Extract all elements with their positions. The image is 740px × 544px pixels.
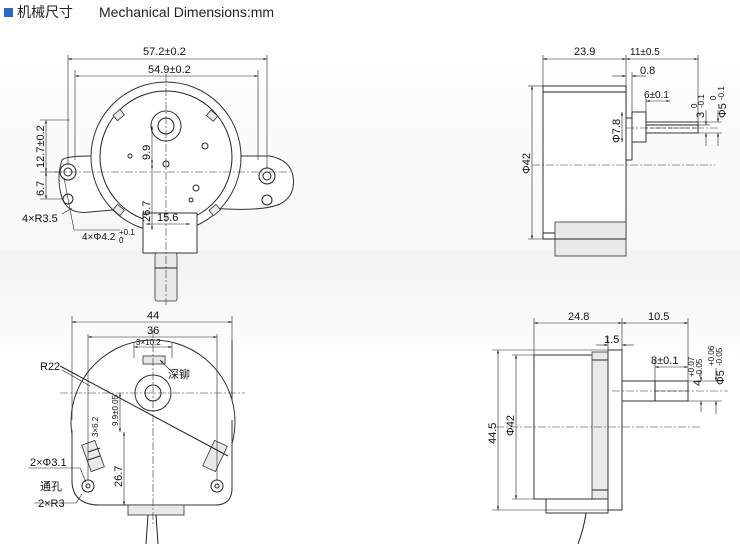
dim-15-6: 15.6 [157,212,178,224]
dim-3x6-2: 3×6.2 [91,416,100,437]
blue-square-icon [4,7,13,17]
dim-phi5-tol-bot: -0.1 [717,86,726,100]
dim-10-5: 10.5 [648,311,669,323]
title-chinese: 机械尺寸 [17,4,73,20]
label-4xR3-5: 4×R3.5 [22,213,58,225]
dim-4: 4 [692,380,704,386]
dim-4-tol-top: +0.07 [687,356,696,377]
label-riveting: 深铆 [168,367,190,381]
top-front-view: 57.2±0.2 54.9±0.2 12.7±0.2 6.7 9.9 26.7 … [22,46,294,305]
dim-8: 8±0.1 [651,355,678,367]
dim-3x10-2: 3×10.2 [136,338,161,347]
dim-4-tol-bot: -0.05 [695,358,704,377]
top-side-body [542,85,627,240]
dim-44-5: 44.5 [487,423,499,444]
dim-57-2: 57.2±0.2 [143,46,186,58]
dim-6: 6±0.1 [644,90,669,101]
dim-3-tol-top: 0 [690,103,699,108]
hole-tol-bot: 0 [119,236,124,245]
dim-phi42-bottom: Φ42 [505,415,517,436]
dim-12-7: 12.7±0.2 [35,125,47,168]
dim-26-7-top: 26.7 [141,201,153,222]
top-side-view: 23.9 11±0.5 0.8 6±0.1 Φ42 Φ7.8 3 0 -0.1 … [521,46,729,257]
dim-phi5-bottom: Φ5 [715,370,727,385]
label-2xR3: 2×R3 [38,498,65,510]
label-through-hole: 通孔 [40,480,62,493]
label-2xphi3-1: 2×Φ3.1 [30,457,67,469]
dim-44-bottom: 44 [147,310,159,322]
dim-phi5-b-tol-top: +0.06 [707,345,716,366]
dim-phi5-top: Φ5 [717,103,729,118]
dim-3-top: 3 [695,112,707,118]
dim-6-7: 6.7 [35,181,47,196]
dim-3-tol-bot: -0.1 [697,94,706,108]
dim-phi7-8: Φ7.8 [611,119,623,143]
dim-9-9-top: 9.9 [141,145,153,160]
bottom-front-view: 44 36 3×10.2 深铆 R22 9.9±0.05 3×6.2 26.7 … [28,310,245,544]
dim-9-9-bottom: 9.9±0.05 [111,394,120,426]
dim-36: 36 [147,325,159,337]
label-r22: R22 [40,361,60,373]
dim-24-8: 24.8 [568,311,589,323]
dim-phi5-b-tol-bot: -0.05 [715,347,724,366]
dim-54-9: 54.9±0.2 [148,64,191,76]
dim-23-9: 23.9 [574,46,595,58]
dim-0-8: 0.8 [640,65,655,77]
dim-1-5: 1.5 [604,334,619,346]
hole-tol-top: +0.1 [119,228,135,237]
header: 机械尺寸 Mechanical Dimensions:mm [4,2,274,22]
bottom-side-view: 24.8 10.5 1.5 8±0.1 44.5 Φ42 4 +0.07 -0.… [487,311,728,544]
dim-11: 11±0.5 [630,47,660,58]
dim-phi5-tol-top: 0 [709,95,718,100]
label-4xphi4-2: 4×Φ4.2 [82,232,116,243]
title-english: Mechanical Dimensions:mm [99,4,275,20]
dim-phi42-top: Φ42 [521,153,533,174]
dim-26-7-bottom: 26.7 [113,466,125,487]
